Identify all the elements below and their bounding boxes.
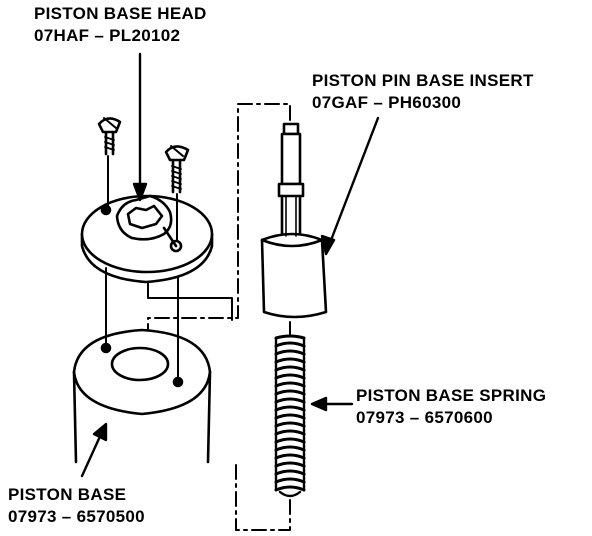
label-part-number: 07973 – 6570500 <box>8 507 145 526</box>
label-piston-base-head: PISTON BASE HEAD 07HAF – PL20102 <box>34 3 207 47</box>
label-piston-base-spring: PISTON BASE SPRING 07973 – 6570600 <box>356 385 546 429</box>
label-part-number: 07GAF – PH60300 <box>312 93 462 112</box>
piston-base-head <box>80 194 214 284</box>
assembly-path-lines <box>147 103 291 531</box>
label-name: PISTON BASE <box>8 485 127 504</box>
label-part-number: 07973 – 6570600 <box>356 408 493 427</box>
piston-pin-base-insert <box>260 122 328 319</box>
label-name: PISTON BASE HEAD <box>34 4 207 23</box>
right-screw <box>164 145 190 194</box>
piston-base <box>72 328 212 464</box>
piston-base-spring <box>274 334 306 498</box>
leader-arrows <box>80 52 380 478</box>
label-piston-pin-base-insert: PISTON PIN BASE INSERT 07GAF – PH60300 <box>312 70 534 114</box>
alignment-lines <box>105 155 179 379</box>
label-name: PISTON PIN BASE INSERT <box>312 71 534 90</box>
label-part-number: 07HAF – PL20102 <box>34 26 181 45</box>
left-screw <box>97 117 122 156</box>
label-piston-base: PISTON BASE 07973 – 6570500 <box>8 484 145 528</box>
label-name: PISTON BASE SPRING <box>356 386 547 405</box>
